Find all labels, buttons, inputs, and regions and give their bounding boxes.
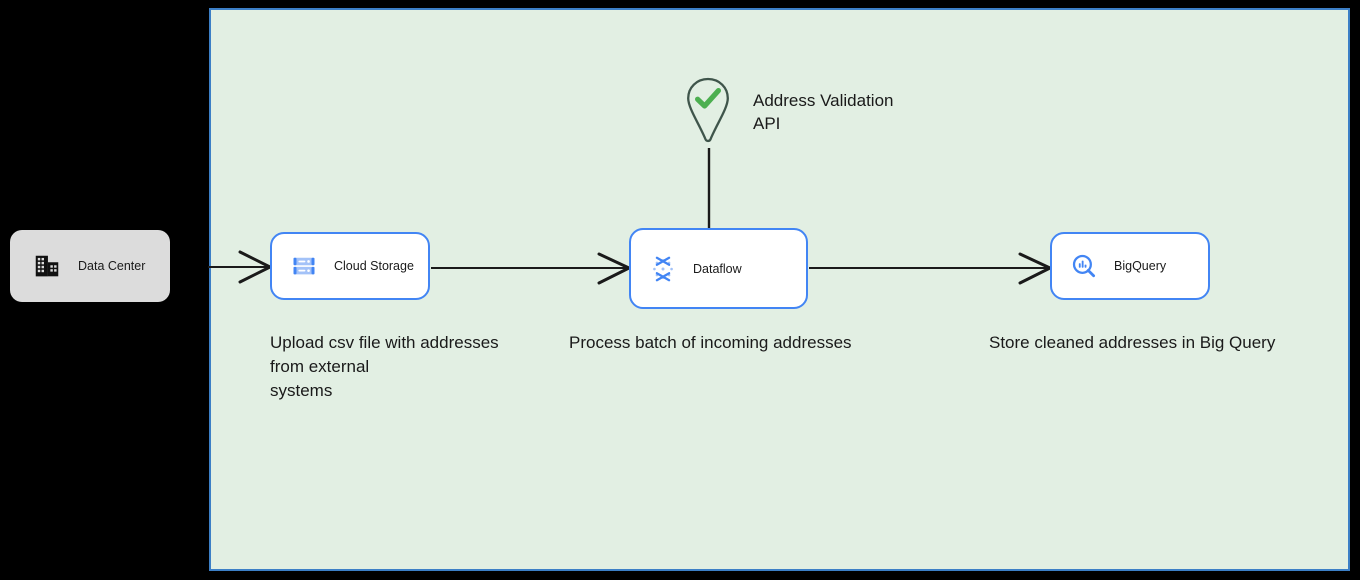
node-bigquery[interactable]: BigQuery bbox=[1050, 232, 1210, 300]
node-cloud-storage[interactable]: Cloud Storage bbox=[270, 232, 430, 300]
node-data-center[interactable]: Data Center bbox=[10, 230, 170, 302]
map-pin-check-icon bbox=[685, 76, 731, 146]
node-label-data-center: Data Center bbox=[78, 259, 146, 273]
caption-store-step: Store cleaned addresses in Big Query bbox=[989, 333, 1276, 352]
node-dataflow[interactable]: Dataflow bbox=[629, 228, 808, 309]
node-label-dataflow: Dataflow bbox=[693, 261, 742, 276]
caption-process-step: Process batch of incoming addresses bbox=[569, 333, 852, 352]
data-center-building-icon bbox=[32, 251, 62, 281]
node-label-address-validation-api: Address Validation API bbox=[753, 91, 894, 133]
node-label-bigquery: BigQuery bbox=[1114, 259, 1167, 273]
dataflow-icon bbox=[649, 255, 677, 283]
bigquery-icon bbox=[1070, 252, 1098, 280]
node-address-validation-api[interactable]: Address Validation API bbox=[685, 76, 894, 146]
cloud-storage-icon bbox=[290, 252, 318, 280]
caption-upload-step: Upload csv file with addresses from exte… bbox=[270, 333, 499, 400]
node-label-cloud-storage: Cloud Storage bbox=[334, 259, 414, 273]
